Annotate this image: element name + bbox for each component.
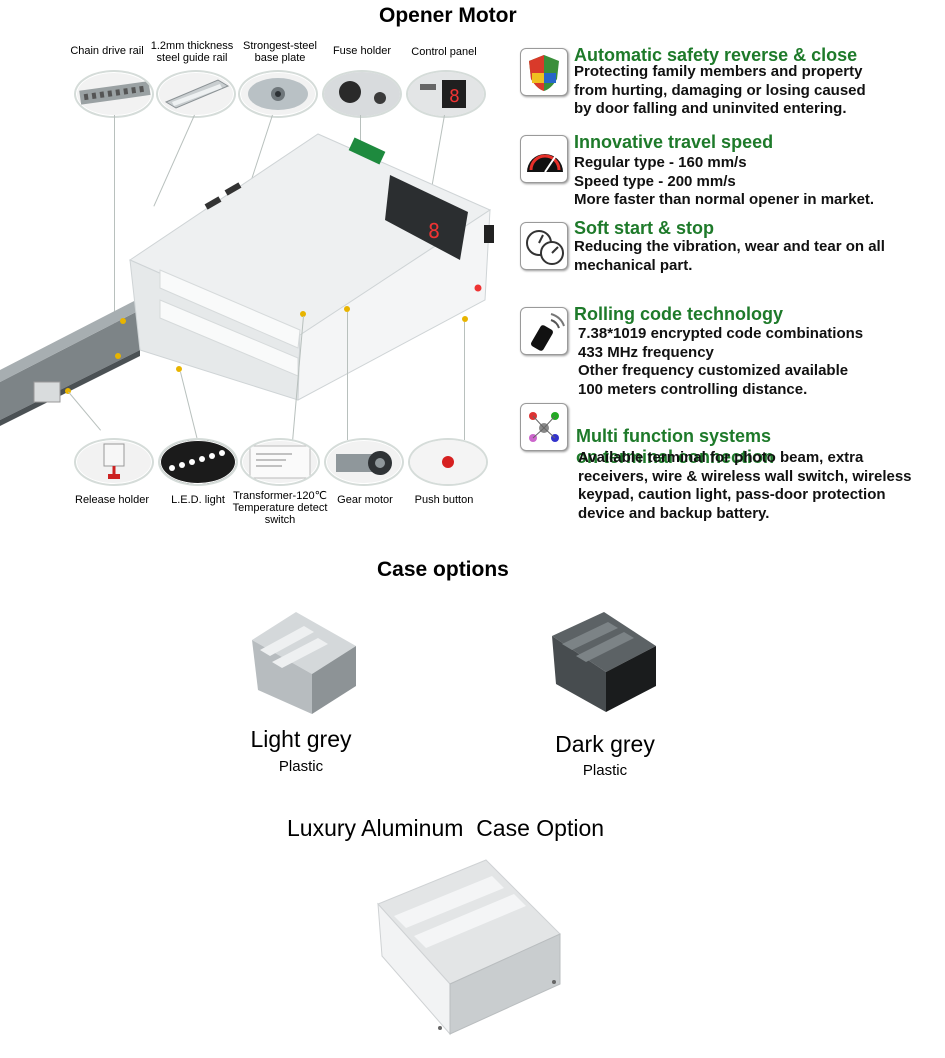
control-panel-thumbnail: 8	[406, 70, 486, 118]
svg-text:8: 8	[428, 219, 440, 243]
callout-dot	[300, 311, 306, 317]
soft-start-icon-graphic	[526, 230, 564, 265]
feature-line: mechanical part.	[574, 256, 693, 274]
base-plate-icon	[248, 78, 308, 110]
callout-dot	[120, 318, 126, 324]
led-light-thumbnail	[158, 438, 238, 486]
feature-line: Available terminal for photo beam, extra	[578, 449, 864, 466]
feature-line: from hurting, damaging or losing caused	[574, 81, 866, 99]
connector-line	[360, 115, 361, 155]
label-release-holder: Release holder	[75, 494, 149, 506]
terminal-connection-icon-graphic	[529, 412, 559, 442]
feature-body-speed: Regular type - 160 mm/s Speed type - 200…	[574, 154, 874, 210]
feature-body-rolling-code: 7.38*1019 encrypted code combinations 43…	[578, 325, 863, 399]
fuse-holder-thumbnail	[322, 70, 402, 118]
feature-body-multi-function: Available terminal for photo beam, extra…	[578, 449, 912, 523]
case-name-dark-grey: Dark grey	[555, 731, 655, 757]
speedometer-icon-graphic	[527, 153, 563, 173]
label-transformer: Transformer-120℃ Temperature detect swit…	[226, 490, 334, 526]
feature-line: 433 MHz frequency	[578, 343, 714, 361]
base-plate-thumbnail	[238, 70, 318, 118]
remote-control-icon-graphic	[531, 313, 565, 351]
opener-title: Opener Motor	[379, 4, 517, 27]
connector-line	[464, 322, 465, 440]
case-name-light-grey: Light grey	[250, 726, 352, 752]
callout-dot	[65, 388, 71, 394]
feature-line: Speed type - 200 mm/s	[574, 172, 736, 190]
label-steel-guide-rail: 1.2mm thickness steel guide rail	[142, 40, 242, 64]
gear-motor-icon	[336, 451, 392, 475]
light-grey-case-image	[252, 612, 356, 714]
callout-dot	[344, 306, 350, 312]
transformer-thumbnail	[240, 438, 320, 486]
feature-line: Reducing the vibration, wear and tear on…	[574, 238, 885, 255]
push-button-thumbnail	[408, 438, 488, 486]
label-chain-drive-rail: Chain drive rail	[70, 45, 144, 57]
feature-line: Regular type - 160 mm/s	[574, 154, 747, 171]
feature-body-soft-start: Reducing the vibration, wear and tear on…	[574, 238, 885, 275]
remote-control-icon	[520, 307, 568, 355]
fuse-holder-icon	[324, 72, 400, 116]
feature-title-soft-start: Soft start & stop	[574, 218, 715, 238]
feature-line: More faster than normal opener in market…	[574, 191, 875, 208]
callout-dot	[462, 316, 468, 322]
svg-text:8: 8	[449, 86, 460, 107]
dark-grey-case-image	[552, 612, 656, 712]
case-material-light-grey: Plastic	[278, 758, 324, 775]
transformer-icon	[249, 445, 311, 479]
speedometer-icon	[520, 135, 568, 183]
label-base-plate-text: Strongest-steel base plate	[243, 40, 317, 64]
feature-title-multi-function-text: Multi function systems on terminal conne…	[576, 426, 775, 467]
feature-line: device and backup battery.	[578, 504, 770, 522]
callout-dot	[176, 366, 182, 372]
feature-line: 7.38*1019 encrypted code combinations	[578, 325, 864, 342]
push-button-icon	[410, 440, 486, 484]
led-icon	[169, 450, 225, 471]
feature-line: receivers, wire & wireless wall switch, …	[578, 467, 912, 485]
label-base-plate: Strongest-steel base plate	[234, 40, 326, 64]
label-led-light: L.E.D. light	[171, 494, 225, 506]
label-gear-motor: Gear motor	[337, 494, 393, 506]
feature-line: Protecting family members and property	[574, 63, 863, 80]
soft-start-icon	[520, 222, 568, 270]
connector-line	[114, 115, 115, 327]
label-fuse-holder: Fuse holder	[332, 45, 392, 57]
release-holder-thumbnail	[74, 438, 154, 486]
case-material-dark-grey: Plastic	[582, 762, 628, 779]
gear-motor-thumbnail	[324, 438, 404, 486]
control-panel-icon: 8	[408, 72, 484, 116]
label-control-panel: Control panel	[411, 46, 477, 58]
chain-drive-rail-thumbnail	[74, 70, 154, 118]
luxury-aluminum-case-image	[377, 859, 561, 1036]
feature-line: 100 meters controlling distance.	[578, 380, 808, 398]
chain-icon	[79, 81, 151, 105]
shield-icon	[520, 48, 568, 96]
case-options-title: Case options	[377, 558, 509, 581]
feature-body-safety: Protecting family members and property f…	[574, 63, 866, 119]
feature-title-rolling-code: Rolling code technology	[574, 304, 784, 324]
connector-line	[347, 312, 348, 440]
feature-line: by door falling and uninvited entering.	[574, 100, 847, 117]
terminal-connection-icon	[520, 403, 568, 451]
label-transformer-text: Transformer-120℃ Temperature detect swit…	[232, 490, 328, 526]
guide-rail-icon	[164, 79, 230, 109]
opener-motor-illustration: 8	[0, 133, 494, 426]
feature-line: Other frequency customized available	[578, 362, 849, 379]
feature-title-multi-function: Multi function systems on terminal conne…	[576, 405, 774, 468]
release-holder-icon	[103, 443, 125, 479]
label-steel-guide-rail-text: 1.2mm thickness steel guide rail	[150, 40, 234, 64]
callout-dot	[115, 353, 121, 359]
feature-title-safety: Automatic safety reverse & close	[574, 45, 858, 65]
steel-guide-rail-thumbnail	[156, 70, 236, 118]
shield-icon-graphic	[529, 55, 559, 91]
feature-line: keypad, caution light, pass-door protect…	[578, 486, 886, 503]
feature-title-speed: Innovative travel speed	[574, 132, 774, 152]
label-push-button: Push button	[414, 494, 474, 506]
luxury-case-title: Luxury Aluminum Case Option	[287, 815, 605, 841]
